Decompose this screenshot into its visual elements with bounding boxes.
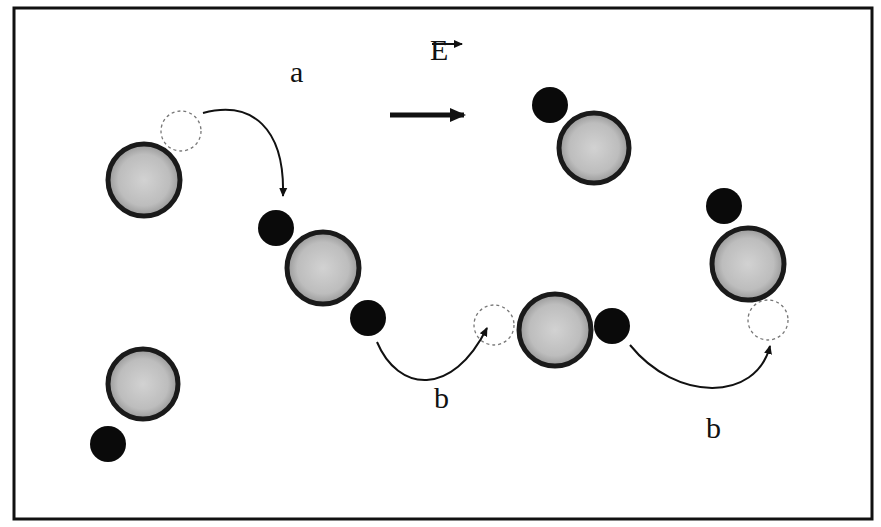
large-spheres [108, 113, 784, 419]
field-arrow [390, 113, 464, 118]
field-label: E [430, 35, 448, 65]
hop-label: a [290, 57, 303, 87]
hop-arrows [203, 110, 770, 388]
hop-label: b [706, 413, 721, 443]
hop-label: b [434, 383, 449, 413]
frame [14, 8, 872, 519]
dashed-vacancies [161, 111, 788, 345]
small-spheres [90, 87, 742, 462]
